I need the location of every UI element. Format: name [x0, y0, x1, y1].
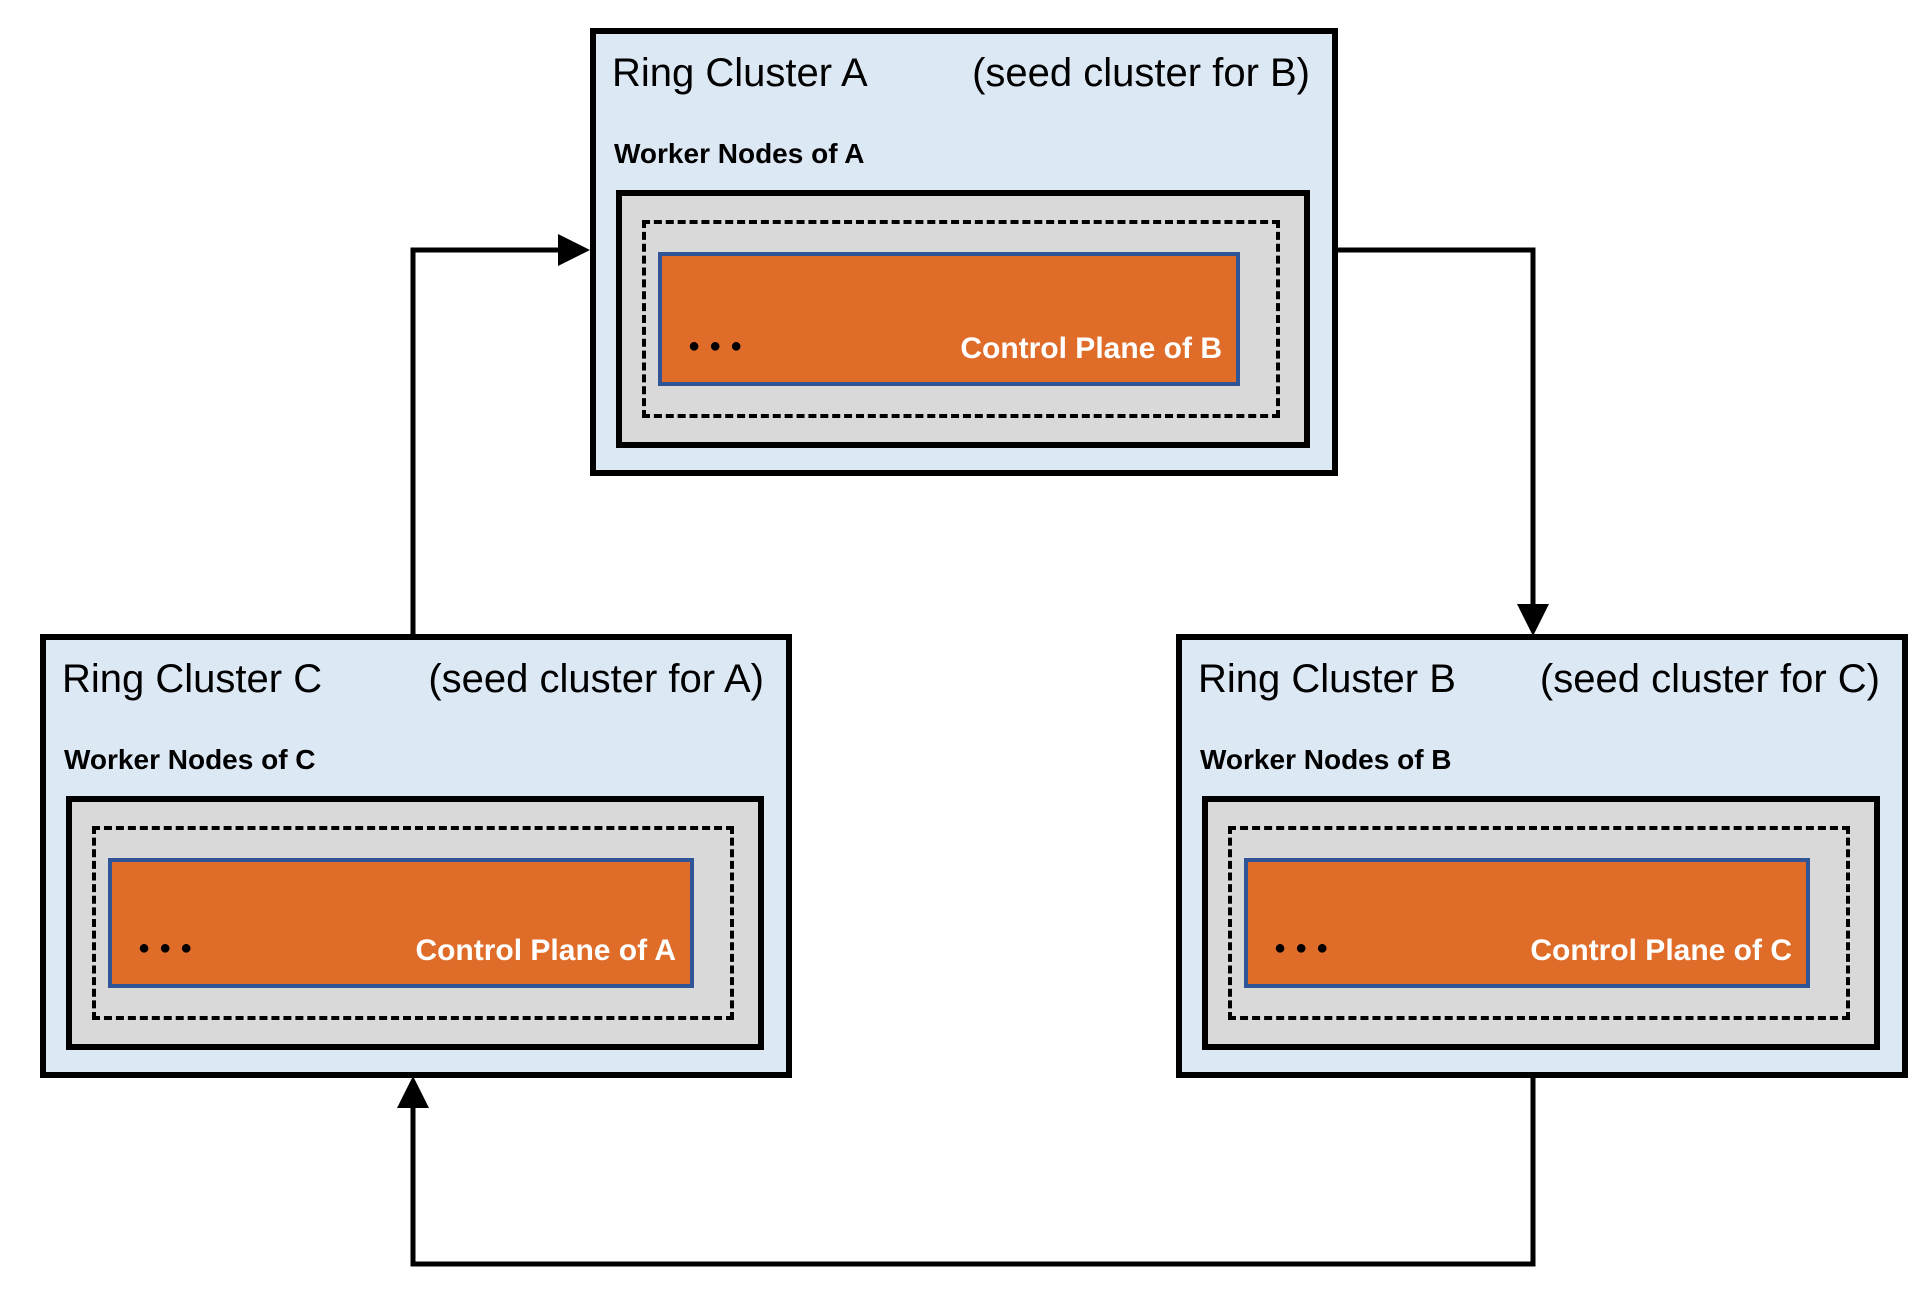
cluster-b-title: Ring Cluster B	[1198, 657, 1456, 701]
arrow-c-to-a	[410, 234, 590, 634]
cluster-a-worker-nodes-box: ●●● Control Plane of B	[616, 190, 1310, 448]
cluster-b: Ring Cluster B (seed cluster for C) Work…	[1176, 634, 1908, 1078]
cluster-c-worker-nodes-box: ●●● Control Plane of A	[66, 796, 764, 1050]
cluster-c-subtitle: (seed cluster for A)	[428, 657, 764, 701]
cluster-c: Ring Cluster C (seed cluster for A) Work…	[40, 634, 792, 1078]
ellipsis-dots: ●●●	[138, 937, 202, 959]
cluster-b-control-plane-label: Control Plane of C	[1530, 934, 1792, 967]
cluster-c-title-row: Ring Cluster C (seed cluster for A)	[46, 640, 786, 702]
cluster-c-control-plane-label: Control Plane of A	[415, 934, 676, 967]
cluster-a-worker-nodes-label: Worker Nodes of A	[614, 138, 865, 169]
cluster-a: Ring Cluster A (seed cluster for B) Work…	[590, 28, 1338, 476]
cluster-b-control-plane-box: ●●● Control Plane of C	[1244, 858, 1810, 988]
cluster-b-worker-nodes-box: ●●● Control Plane of C	[1202, 796, 1880, 1050]
cluster-a-control-plane-box: ●●● Control Plane of B	[658, 252, 1240, 386]
cluster-c-title: Ring Cluster C	[62, 657, 323, 701]
cluster-c-control-plane-box: ●●● Control Plane of A	[108, 858, 694, 988]
cluster-a-control-plane-label: Control Plane of B	[960, 332, 1222, 365]
ellipsis-dots: ●●●	[1274, 937, 1338, 959]
arrow-a-to-b	[1338, 247, 1549, 636]
cluster-c-dashed-boundary: ●●● Control Plane of A	[92, 826, 734, 1020]
arrow-b-to-c	[397, 1076, 1536, 1267]
cluster-b-title-row: Ring Cluster B (seed cluster for C)	[1182, 640, 1902, 702]
cluster-c-worker-nodes-label: Worker Nodes of C	[64, 744, 316, 775]
cluster-a-dashed-boundary: ●●● Control Plane of B	[642, 220, 1280, 418]
cluster-b-subtitle: (seed cluster for C)	[1539, 657, 1880, 701]
cluster-b-worker-nodes-label: Worker Nodes of B	[1200, 744, 1452, 775]
cluster-a-subtitle: (seed cluster for B)	[972, 51, 1310, 95]
ellipsis-dots: ●●●	[688, 335, 752, 357]
cluster-b-dashed-boundary: ●●● Control Plane of C	[1228, 826, 1850, 1020]
cluster-a-title: Ring Cluster A	[612, 51, 868, 95]
cluster-a-title-row: Ring Cluster A (seed cluster for B)	[596, 34, 1332, 96]
